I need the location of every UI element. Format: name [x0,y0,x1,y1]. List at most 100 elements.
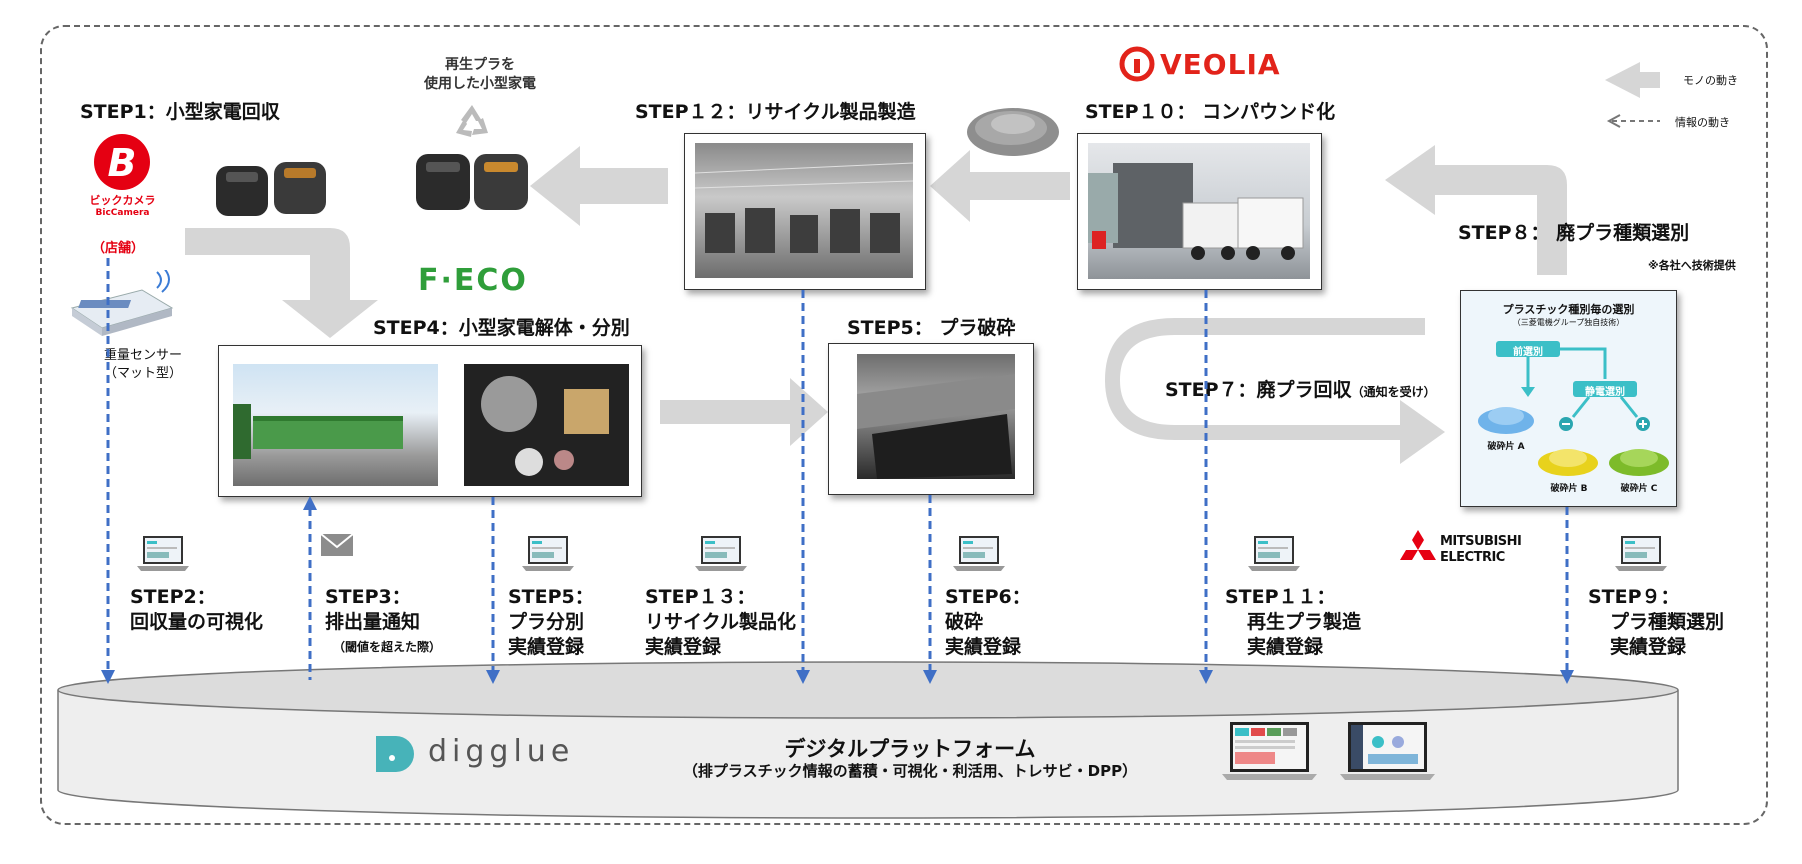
step7-title-main: STEP７：廃プラ回収 [1165,379,1352,401]
info-arrowhead-step6 [923,670,937,684]
step4-photos [218,345,642,497]
digglue-text: digglue [428,734,575,769]
sorting-subtitle: （三菱電機グループ独自技術） [1512,318,1625,327]
electrostatic-sorting-label: 静電選別 [1585,387,1625,398]
step5-crush-title: STEP5： プラ破砕 [847,317,1016,339]
arrow-step10-to-step12 [930,150,1070,222]
mitsubishi-diamonds-icon [1400,530,1436,560]
info-step3-line2: 排出量通知 [325,611,421,633]
info-step6-line3: 実績登録 [945,636,1022,658]
info-arrowhead-step5 [486,670,500,684]
fragment-c-label: 破砕片 C [1620,484,1658,494]
pellets-image [963,92,1063,162]
legend-info-label: 情報の動き [1675,116,1730,129]
plant-trucks-image [1088,143,1310,279]
info-step2-line1: STEP2： [130,586,216,608]
info-label-step3: STEP3： 排出量通知 （閾値を超えた際） [325,585,441,660]
digglue-mark-icon [376,736,414,772]
info-step9-line3: 実績登録 [1610,636,1687,658]
laptop-icon-step11 [1248,536,1300,571]
step10-title: STEP１０： コンパウンド化 [1085,101,1336,123]
arrow-step12-to-product [530,146,668,226]
info-arrowhead-step2 [101,670,115,684]
platform-title: デジタルプラットフォーム [784,737,1036,761]
arrow-step7-uturn [1105,318,1445,464]
info-step9-line1: STEP９： [1588,586,1680,608]
veolia-mark-icon [1119,46,1155,82]
info-step6-line2: 破砕 [945,611,984,633]
biccamera-text: ビックカメラ [89,194,156,207]
info-arrowhead-step9 [1560,670,1574,684]
dashboard-laptop-2 [1340,720,1435,782]
digglue-logo: digglue [370,730,600,780]
wifi-sensor-icon [70,270,174,336]
laptop-icon-step13 [695,536,747,571]
sensor-label: 重量センサー （マット型） [88,347,198,383]
recycled-product-line2: 使用した小型家電 [424,76,536,92]
step5-crusher-photo [828,343,1034,495]
arrow-step4-to-step5 [660,378,828,446]
recycled-rice-cooker-icon [416,154,528,210]
info-step11-line2: 再生プラ製造 [1247,611,1362,633]
recycle-icon [452,103,492,143]
info-label-step5: STEP5： プラ分別 実績登録 [508,585,594,660]
arrow-step8-to-step10 [1385,145,1567,275]
info-step11-line1: STEP１１： [1225,586,1336,608]
info-label-step11: STEP１１： 再生プラ製造 実績登録 [1225,585,1361,660]
svg-text:B: B [108,141,137,185]
fragment-a-label: 破砕片 A [1487,442,1525,452]
info-step6-line1: STEP6： [945,586,1031,608]
info-label-step6: STEP6： 破砕 実績登録 [945,585,1031,660]
tech-note: ※各社へ技術提供 [1648,259,1736,272]
disassembly-building-image [233,364,438,486]
info-step5-line1: STEP5： [508,586,594,608]
info-step13-line1: STEP１３： [645,586,756,608]
sorting-diagram-panel: プラスチック種別毎の選別 （三菱電機グループ独自技術） 前選別 静電選別 破砕片… [1460,290,1677,507]
mail-icon [320,533,354,557]
info-step5-line3: 実績登録 [508,636,585,658]
pre-sorting-label: 前選別 [1513,347,1543,358]
fragment-b-label: 破砕片 B [1550,484,1588,494]
legend-goods-arrow [1605,62,1660,98]
info-label-step9: STEP９： プラ種類選別 実績登録 [1588,585,1724,660]
diagram-frame [40,25,1768,825]
step12-title: STEP１２：リサイクル製品製造 [635,101,916,123]
crusher-image [857,354,1015,479]
laptop-icon-step9 [1615,536,1667,571]
mitsubishi-logo: MITSUBISHI ELECTRIC [1398,530,1538,570]
sensor-label-line2: （マット型） [103,366,182,381]
sorting-title: プラスチック種別毎の選別 [1502,303,1635,316]
step7-note: （通知を受け） [1351,385,1436,399]
info-step3-line1: STEP3： [325,586,411,608]
factory-interior-image [695,143,913,278]
info-label-step13: STEP１３： リサイクル製品化 実績登録 [645,585,796,660]
step8-title: STEP８： 廃プラ種類選別 [1458,222,1690,244]
info-step9-line2: プラ種類選別 [1610,611,1725,633]
biccamera-sub: BicCamera [95,208,150,218]
info-arrowhead-step3 [303,496,317,510]
biccamera-mark-icon: B [94,134,150,190]
mitsubishi-text-2: ELECTRIC [1440,550,1505,565]
dashboard-laptop-1 [1222,720,1317,782]
sensor-label-line1: 重量センサー [103,348,182,363]
info-step13-line3: 実績登録 [645,636,722,658]
info-label-step2: STEP2： 回収量の可視化 [130,585,263,635]
legend-info-arrow [1606,114,1660,128]
laptop-icon-step6 [953,536,1005,571]
step12-factory-photo [684,133,926,290]
step4-title: STEP4：小型家電解体・分別 [373,317,630,339]
weight-sensor-image [62,270,182,345]
info-step11-line3: 実績登録 [1247,636,1324,658]
feco-logo: F·ECO [418,263,528,298]
mitsubishi-text-1: MITSUBISHI [1440,534,1522,549]
info-step2-line2: 回収量の可視化 [130,611,264,633]
recycled-appliances-image [412,148,532,218]
biccamera-logo: B ビックカメラ BicCamera [80,132,165,227]
step7-title: STEP７：廃プラ回収（通知を受け） [1165,375,1436,402]
sorting-flow-graphic [1478,341,1669,476]
veolia-text: VEOLIA [1160,48,1281,81]
recycled-product-line1: 再生プラを [445,57,515,73]
info-step5-line2: プラ分別 [508,611,585,633]
